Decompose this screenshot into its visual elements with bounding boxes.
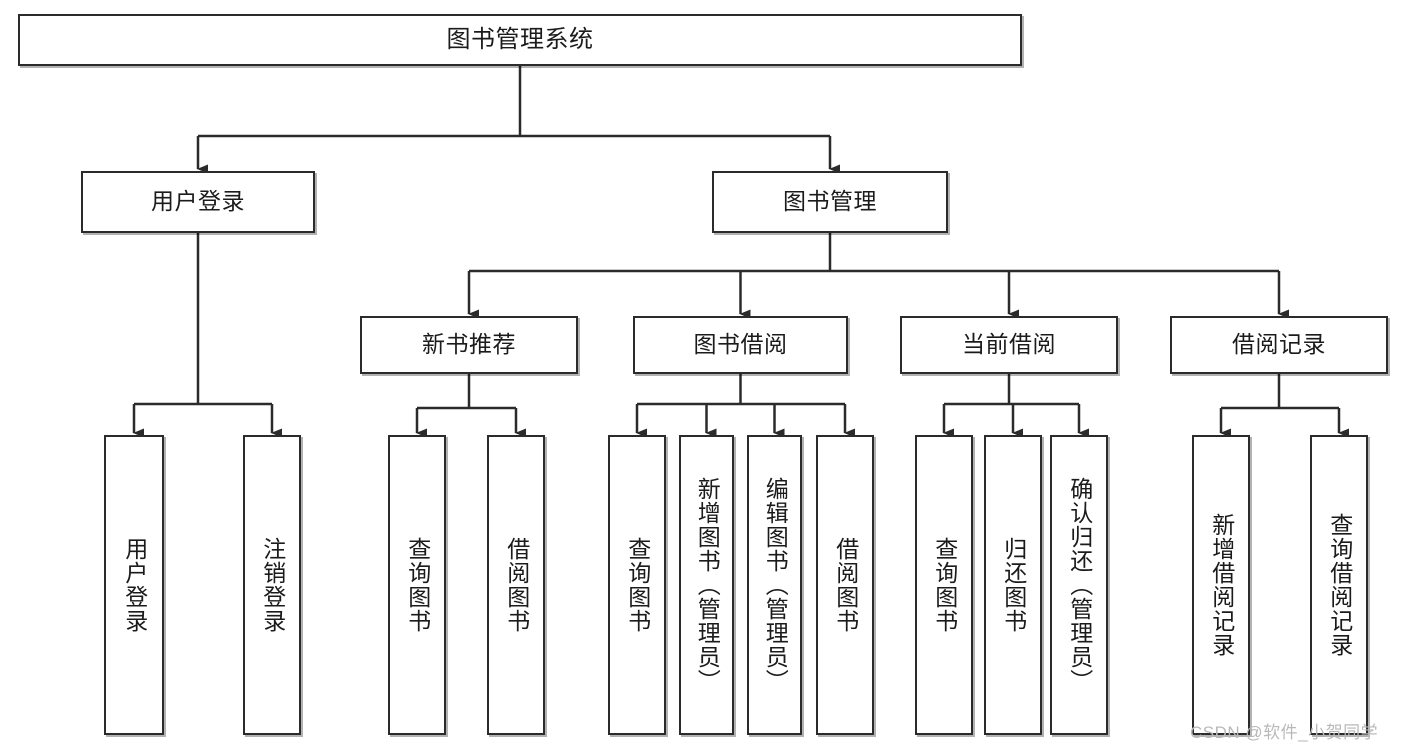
node-label: 确认归还（管理员）	[1066, 477, 1093, 693]
node-label: 借阅图书	[832, 537, 859, 633]
node-l-cu-conf[interactable]: 确认归还（管理员）	[1050, 435, 1108, 735]
node-bookmgmt[interactable]: 图书管理	[712, 171, 948, 233]
node-newbook[interactable]: 新书推荐	[360, 316, 578, 374]
node-label: 借阅图书	[503, 537, 530, 633]
node-l-nb-query[interactable]: 查询图书	[388, 435, 446, 735]
node-l-login[interactable]: 用户登录	[104, 435, 164, 735]
node-current[interactable]: 当前借阅	[900, 316, 1118, 374]
node-label: 新书推荐	[422, 331, 516, 358]
node-label: 查询图书	[404, 537, 431, 633]
node-l-bw-edit[interactable]: 编辑图书（管理员）	[747, 435, 802, 735]
node-l-bw-lend[interactable]: 借阅图书	[816, 435, 874, 735]
node-l-logout[interactable]: 注销登录	[243, 435, 301, 735]
node-l-bw-add[interactable]: 新增图书（管理员）	[679, 435, 734, 735]
node-label: 归还图书	[1000, 537, 1027, 633]
node-label: 查询借阅记录	[1326, 513, 1353, 657]
node-label: 查询图书	[624, 537, 651, 633]
node-record[interactable]: 借阅记录	[1170, 316, 1388, 374]
node-login[interactable]: 用户登录	[81, 171, 315, 233]
node-label: 用户登录	[151, 188, 245, 215]
node-l-cu-return[interactable]: 归还图书	[984, 435, 1042, 735]
node-label: 用户登录	[121, 537, 148, 633]
node-label: 编辑图书（管理员）	[762, 477, 789, 693]
node-l-rc-query[interactable]: 查询借阅记录	[1310, 435, 1368, 735]
csdn-watermark: CSDN @软件_小贺同学	[1190, 723, 1379, 742]
node-l-nb-borrow[interactable]: 借阅图书	[487, 435, 545, 735]
node-borrow[interactable]: 图书借阅	[633, 316, 848, 374]
node-l-cu-query[interactable]: 查询图书	[915, 435, 973, 735]
node-label: 当前借阅	[962, 331, 1056, 358]
node-label: 新增图书（管理员）	[694, 477, 721, 693]
node-label: 图书管理系统	[446, 25, 594, 53]
node-root[interactable]: 图书管理系统	[18, 14, 1022, 66]
node-label: 图书借阅	[693, 331, 788, 358]
node-label: 借阅记录	[1232, 331, 1326, 358]
node-l-rc-add[interactable]: 新增借阅记录	[1192, 435, 1250, 735]
node-l-bw-query[interactable]: 查询图书	[608, 435, 666, 735]
node-label: 新增借阅记录	[1208, 513, 1235, 657]
node-label: 注销登录	[259, 537, 286, 633]
edge-group	[132, 66, 1349, 438]
node-label: 查询图书	[931, 537, 958, 633]
node-label: 图书管理	[783, 188, 877, 215]
